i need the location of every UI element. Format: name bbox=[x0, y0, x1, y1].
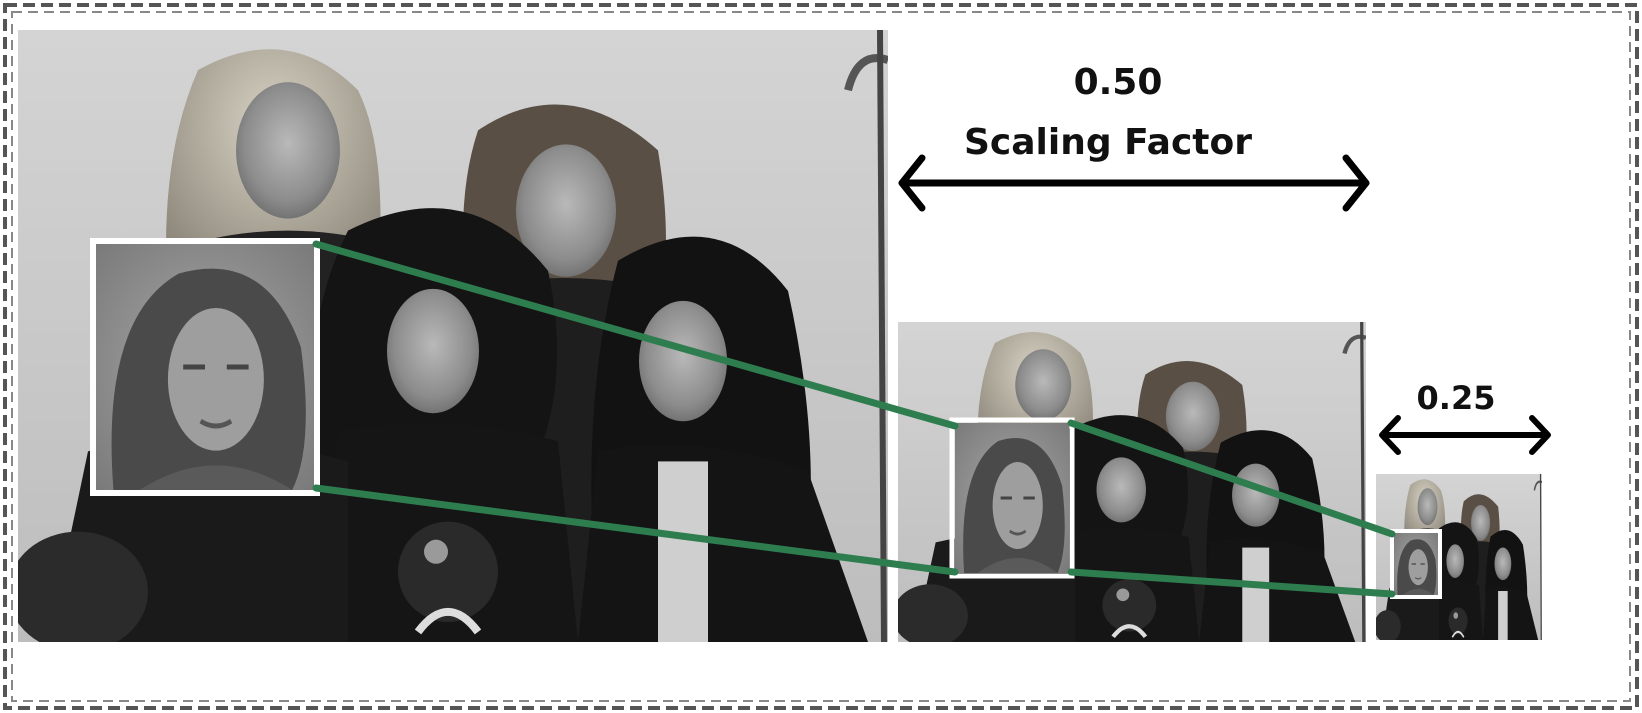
arrow-quarter-scale bbox=[1379, 415, 1551, 455]
connector-lines bbox=[312, 240, 1396, 598]
face-box-medium bbox=[949, 417, 1075, 579]
label-scale-quarter: 0.25 bbox=[1417, 379, 1496, 417]
connector-top-large-to-medium bbox=[312, 240, 959, 430]
outer-dashed-frame bbox=[3, 3, 1639, 710]
connector-bottom-large-to-medium bbox=[312, 484, 959, 576]
inner-dashed-frame bbox=[11, 11, 1631, 702]
label-scale-half: 0.50 bbox=[1074, 62, 1163, 103]
face-box-small bbox=[1390, 529, 1442, 599]
label-scaling-factor: Scaling Factor bbox=[964, 122, 1252, 163]
connector-bottom-medium-to-small bbox=[1067, 568, 1396, 598]
connector-top-medium-to-small bbox=[1067, 419, 1396, 538]
face-box-large bbox=[90, 238, 320, 496]
arrow-half-scale bbox=[898, 154, 1370, 212]
